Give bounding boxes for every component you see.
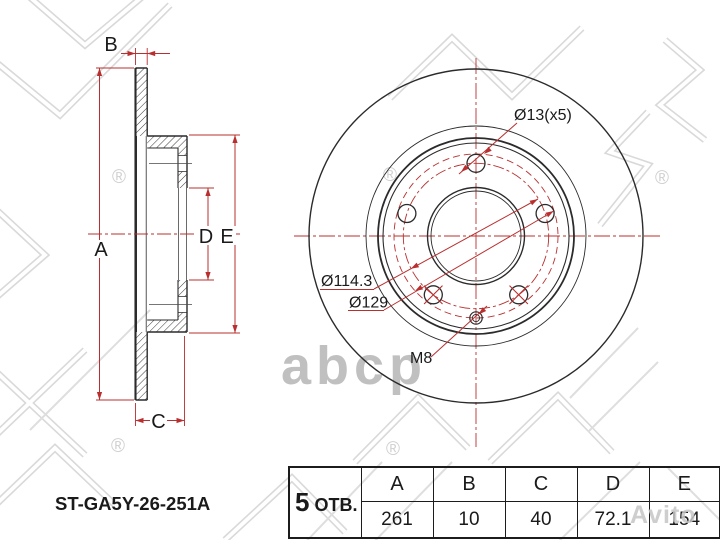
value-d: 72.1 [576, 501, 650, 539]
avito-watermark: Avito [630, 501, 697, 529]
center-bore-inner [430, 190, 522, 282]
value-a: 261 [360, 501, 434, 539]
section-hatch [135, 68, 187, 400]
dim-label-b: B [104, 34, 117, 56]
value-c: 40 [504, 501, 578, 539]
dim-label-a: A [94, 239, 108, 261]
section-view: B A C D E [88, 34, 240, 433]
hub-face-inner [382, 142, 570, 330]
registered-mark-icon: ® [112, 167, 126, 188]
col-header-e: E [648, 466, 720, 502]
dim-label-e: E [220, 226, 233, 248]
bolt-pattern-label: Ø13(x5) [514, 107, 572, 124]
registered-mark-icon: ® [655, 168, 669, 189]
hole-cross-marks [423, 285, 529, 305]
bolt-hole [509, 285, 529, 305]
abcp-watermark: abcp [281, 336, 427, 396]
disc-circles [308, 68, 644, 404]
center-bore [426, 186, 526, 286]
pcd-label: Ø114.3 [321, 273, 372, 290]
outer-pcd-label: Ø129 [349, 295, 388, 312]
registered-mark-icon: ® [383, 165, 397, 186]
value-b: 10 [432, 501, 506, 539]
holes-suffix: ОТВ. [314, 495, 358, 515]
front-arrowheads [410, 146, 554, 315]
pcd-dimension-line [373, 198, 539, 290]
section-outline [134, 67, 192, 401]
section-dim-labels: B A C D E [94, 34, 236, 433]
spec-table: 5 ОТВ. A B C D E 261 10 40 72.1 154 [288, 466, 720, 539]
registered-mark-icon: ® [386, 439, 400, 460]
col-header-a: A [360, 466, 434, 502]
front-centerlines [294, 58, 660, 447]
bolt-hole [535, 203, 555, 224]
bolt-holes [397, 153, 555, 325]
front-dimension-lines [320, 122, 554, 358]
col-header-b: B [432, 466, 506, 502]
col-header-c: C [504, 466, 578, 502]
bolt-hole [397, 203, 417, 224]
front-view: Ø13(x5) Ø114.3 Ø129 M8 [294, 58, 660, 447]
dim-label-c: C [151, 411, 165, 433]
m8-thread-hole-inner [471, 313, 481, 323]
thread-label: M8 [410, 350, 432, 367]
bolt-hole [423, 285, 443, 305]
value-e: 154 [648, 501, 720, 539]
col-header-d: D [576, 466, 650, 502]
holes-count: 5 [295, 487, 310, 517]
bolt-hole [466, 153, 486, 173]
hub-face-edge [377, 137, 575, 335]
pcd-circle [402, 162, 550, 310]
disc-outer-edge [308, 68, 644, 404]
part-number: ST-GA5Y-26-251A [55, 493, 211, 514]
section-arrowheads [96, 50, 238, 424]
outer-pcd-dimension-line [383, 210, 554, 311]
thread-leader [430, 305, 488, 358]
dim-label-d: D [199, 226, 213, 248]
m8-thread-hole [469, 311, 483, 325]
holes-count-cell: 5 ОТВ. [288, 466, 362, 539]
registered-mark-icon: ® [111, 436, 125, 457]
friction-inner-edge [365, 125, 587, 347]
front-annotations: Ø13(x5) Ø114.3 Ø129 M8 [321, 107, 572, 367]
